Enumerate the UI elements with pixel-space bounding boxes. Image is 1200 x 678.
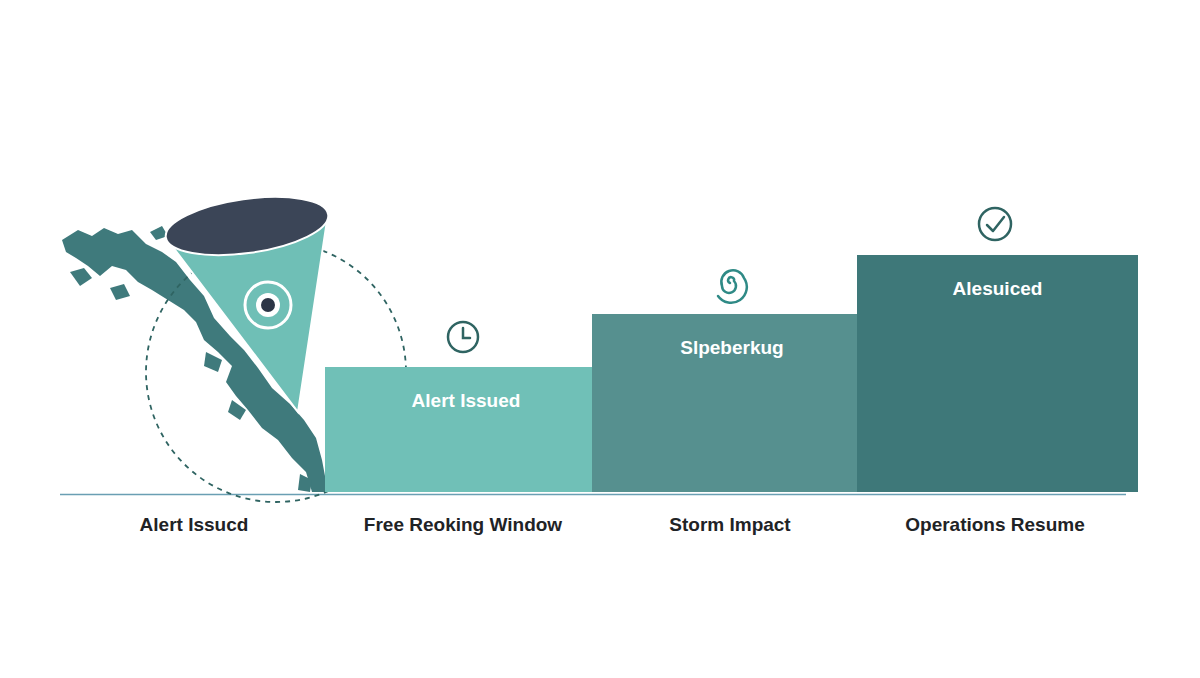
target-ring xyxy=(245,282,291,328)
target-dot xyxy=(261,298,275,312)
clock-icon xyxy=(448,322,478,352)
phase-label: Alert Issucd xyxy=(140,514,249,536)
check-icon xyxy=(979,208,1011,240)
phase-bar: Slpeberkug xyxy=(592,314,872,492)
phase-label: Operations Resume xyxy=(905,514,1085,536)
phase-label: Storm Impact xyxy=(669,514,790,536)
phase-bar: Alert Issued xyxy=(325,367,607,492)
baseline xyxy=(60,494,1126,496)
storm-icon xyxy=(718,270,747,303)
phase-title: Alesuiced xyxy=(857,255,1138,300)
phase-title: Alert Issued xyxy=(325,367,607,412)
target-inner xyxy=(256,293,280,317)
phase-bar: Alesuiced xyxy=(857,255,1138,492)
phase-title: Slpeberkug xyxy=(592,314,872,359)
cone-top xyxy=(162,188,332,264)
phase-label: Free Reoking Window xyxy=(364,514,562,536)
